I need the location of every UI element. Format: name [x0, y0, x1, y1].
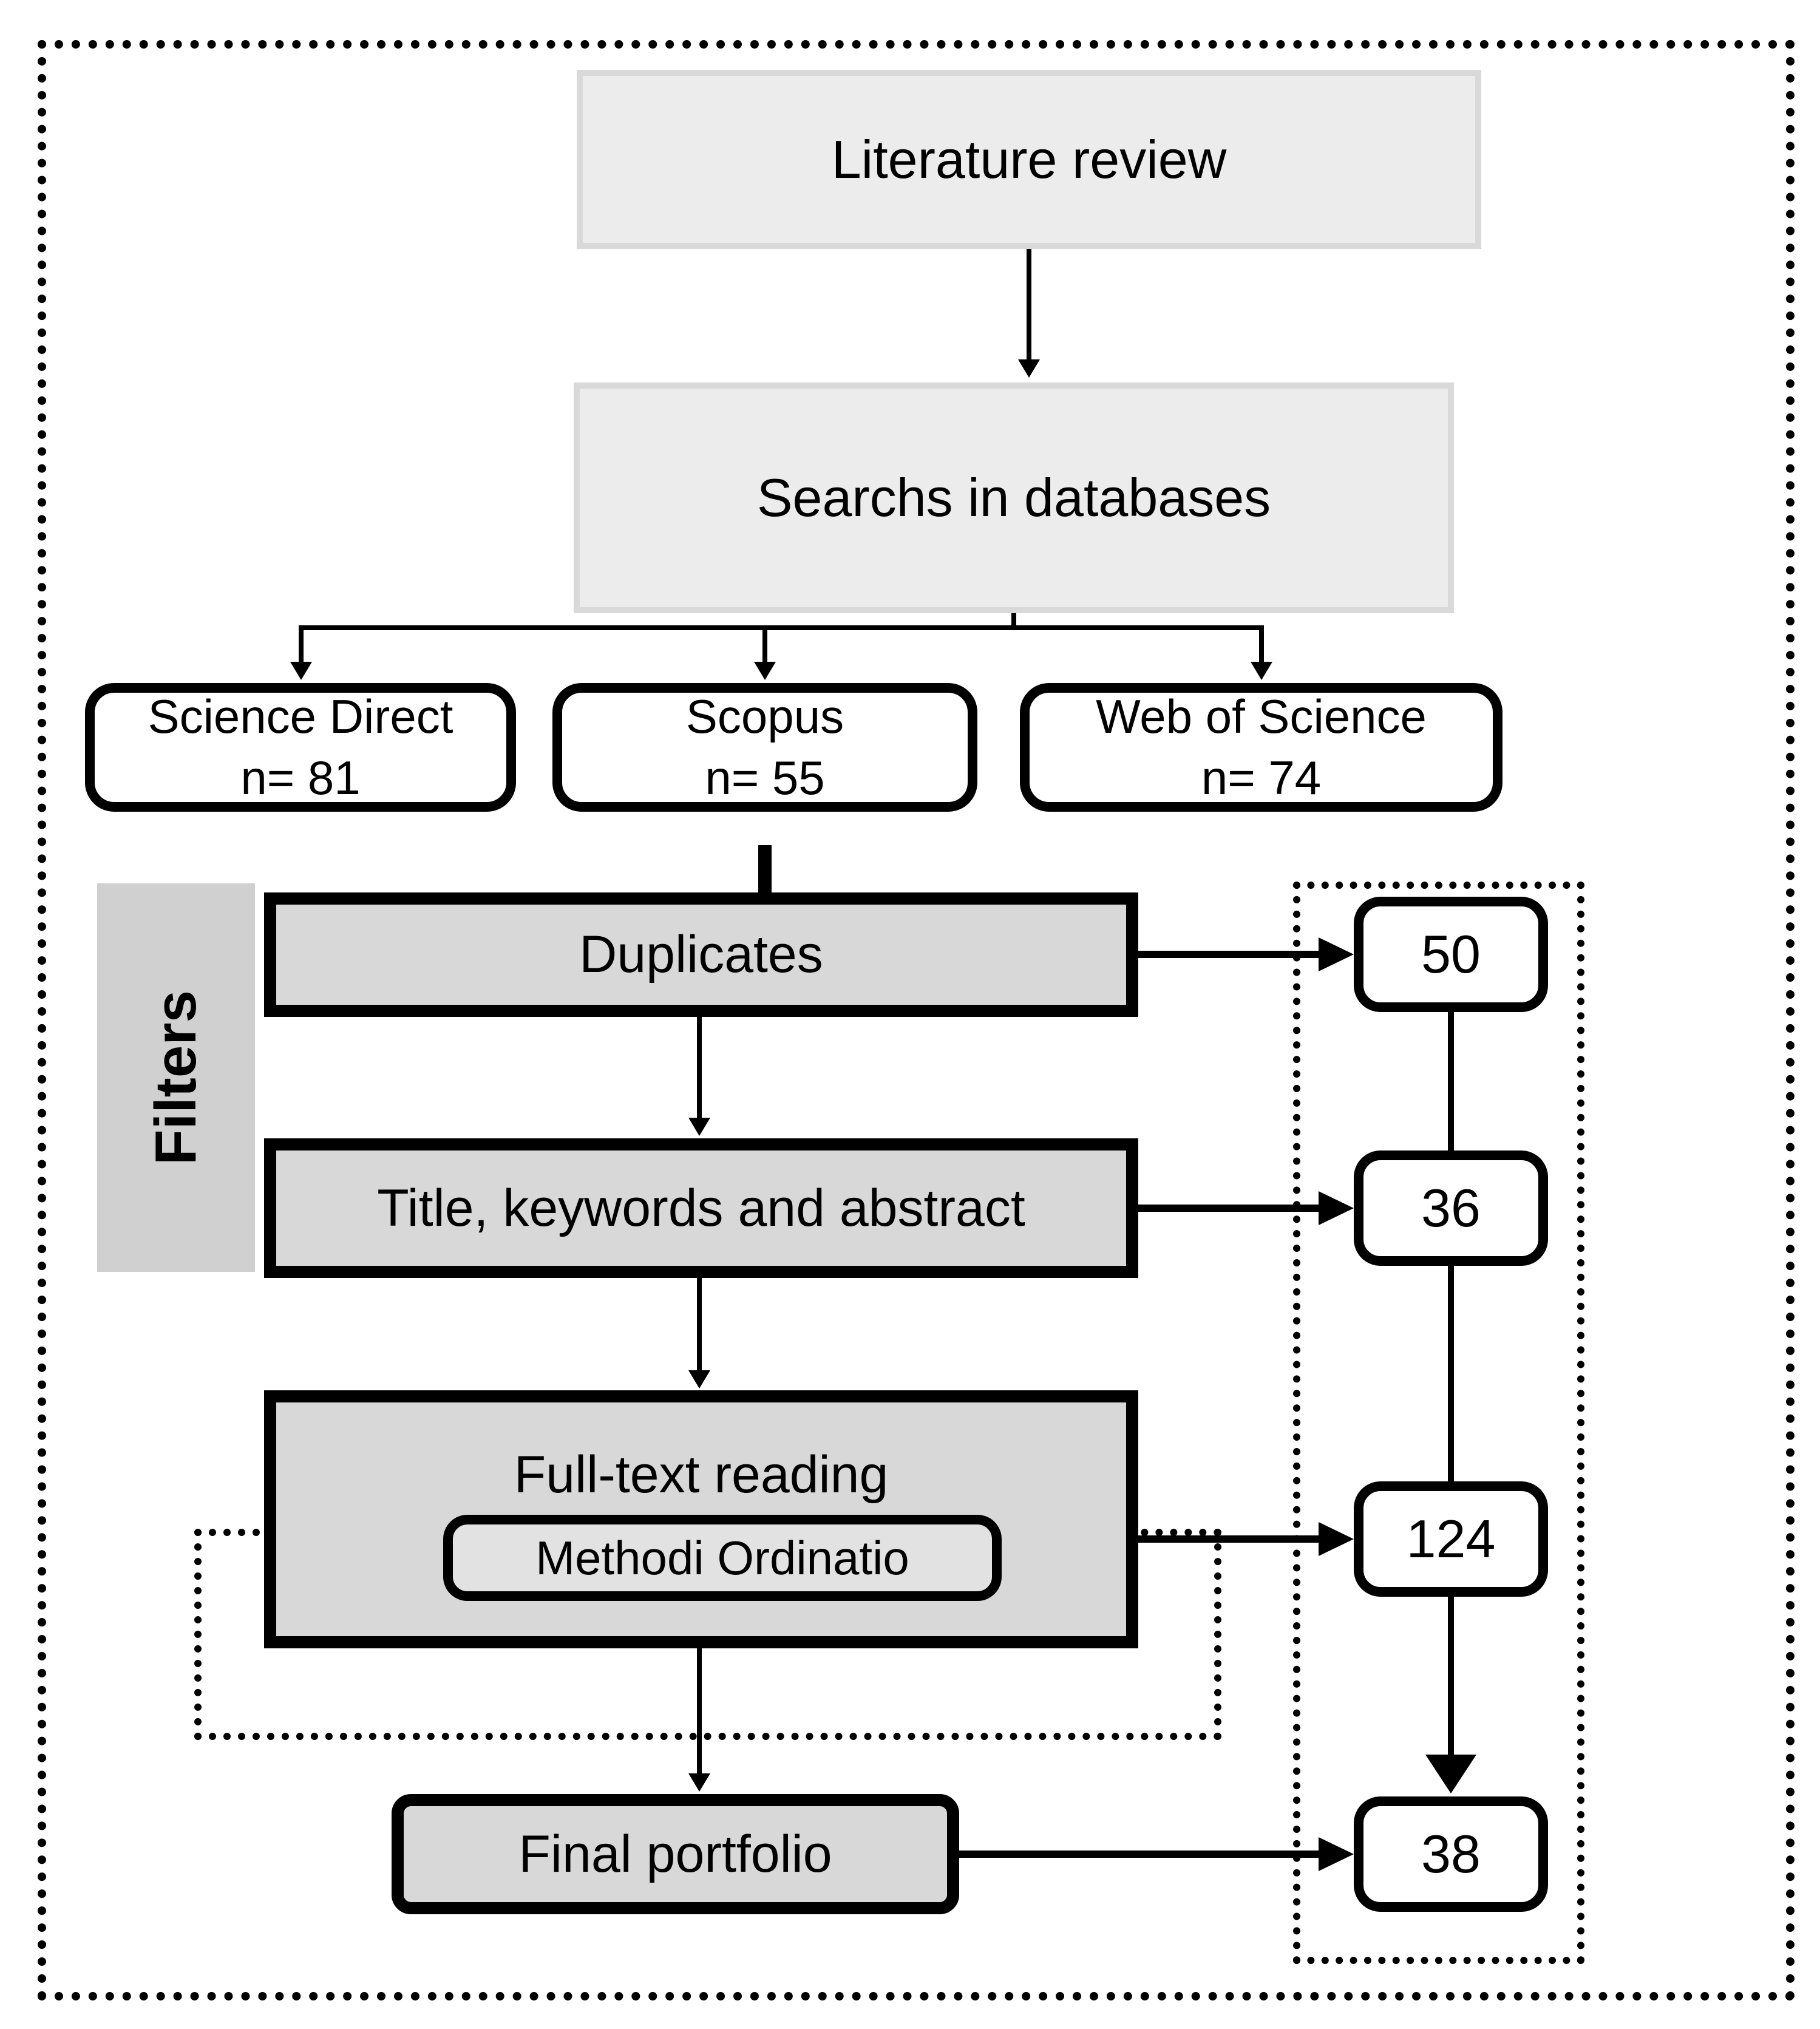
arrow-branch-sciencedirect-head — [290, 662, 312, 680]
final-portfolio-box: Final portfolio — [392, 1794, 959, 1914]
arrow-fulltext-to-124-head — [1319, 1522, 1354, 1556]
outer-dotted-frame — [38, 40, 1795, 2000]
science-direct-name: Science Direct — [148, 689, 453, 743]
arrow-branch-webofscience-head — [1251, 662, 1272, 680]
arrow-duplicates-to-title-line — [697, 1017, 702, 1118]
connector-50-to-36 — [1448, 1012, 1454, 1150]
branch-horizontal-line — [299, 625, 1264, 630]
web-of-science-name: Web of Science — [1096, 689, 1427, 743]
search-databases-label: Searchs in databases — [756, 467, 1271, 528]
result-box-fulltext: 124 — [1354, 1481, 1548, 1597]
scopus-name: Scopus — [685, 689, 844, 743]
science-direct-count: n= 81 — [240, 751, 361, 804]
scopus-box: Scopus n= 55 — [552, 683, 977, 812]
arrow-title-to-fulltext-head — [688, 1370, 710, 1388]
arrow-duplicates-to-50-line — [1138, 951, 1320, 958]
arrow-fulltext-to-final-line — [697, 1648, 702, 1773]
duplicates-box: Duplicates — [264, 892, 1138, 1017]
arrow-title-to-36-head — [1319, 1191, 1354, 1225]
arrow-duplicates-to-50-head — [1319, 937, 1354, 971]
results-dotted-outline — [1293, 882, 1584, 1964]
web-of-science-box: Web of Science n= 74 — [1020, 683, 1503, 812]
arrow-literature-to-search-line — [1027, 249, 1031, 361]
scopus-count: n= 55 — [705, 751, 825, 804]
science-direct-box: Science Direct n= 81 — [85, 683, 516, 812]
result-final-value: 38 — [1421, 1824, 1481, 1884]
search-databases-box: Searchs in databases — [574, 382, 1454, 613]
result-fulltext-value: 124 — [1406, 1509, 1496, 1569]
arrow-branch-webofscience-line — [1259, 625, 1264, 663]
connector-36-to-124 — [1448, 1266, 1454, 1481]
connector-search-branch — [1011, 613, 1016, 629]
final-portfolio-label: Final portfolio — [518, 1824, 832, 1883]
literature-review-box: Literature review — [577, 70, 1481, 249]
title-keywords-abstract-label: Title, keywords and abstract — [377, 1178, 1025, 1237]
arrow-branch-sciencedirect-line — [299, 625, 304, 663]
arrow-124-to-38-head — [1425, 1755, 1476, 1793]
arrow-fulltext-to-124-line — [1138, 1535, 1320, 1543]
arrow-fulltext-to-final-head — [688, 1773, 710, 1792]
result-box-title: 36 — [1354, 1150, 1548, 1266]
methodi-ordinatio-box: Methodi Ordinatio — [443, 1515, 1002, 1601]
arrow-literature-to-search-head — [1018, 359, 1040, 378]
fulltext-reading-box: Full-text reading — [264, 1390, 1138, 1648]
methodi-ordinatio-label: Methodi Ordinatio — [535, 1531, 909, 1585]
arrow-branch-scopus-head — [754, 662, 776, 680]
arrow-final-to-38-line — [959, 1851, 1320, 1858]
arrow-124-to-38-line — [1448, 1597, 1454, 1756]
title-keywords-abstract-box: Title, keywords and abstract — [264, 1138, 1138, 1278]
result-title-value: 36 — [1421, 1178, 1481, 1238]
arrow-duplicates-to-title-head — [688, 1118, 710, 1136]
arrow-branch-scopus-line — [762, 625, 767, 663]
result-box-final: 38 — [1354, 1796, 1548, 1912]
filters-sidebar: Filters — [97, 883, 255, 1272]
fulltext-reading-label: Full-text reading — [514, 1446, 889, 1504]
duplicates-label: Duplicates — [579, 925, 823, 984]
connector-scopus-duplicates — [758, 845, 772, 894]
literature-review-label: Literature review — [831, 129, 1227, 189]
result-box-duplicates: 50 — [1354, 897, 1548, 1012]
result-duplicates-value: 50 — [1421, 924, 1481, 984]
filters-label: Filters — [143, 990, 208, 1166]
arrow-title-to-fulltext-line — [697, 1278, 702, 1370]
web-of-science-count: n= 74 — [1201, 751, 1322, 804]
arrow-title-to-36-line — [1138, 1205, 1320, 1212]
arrow-final-to-38-head — [1319, 1837, 1354, 1871]
